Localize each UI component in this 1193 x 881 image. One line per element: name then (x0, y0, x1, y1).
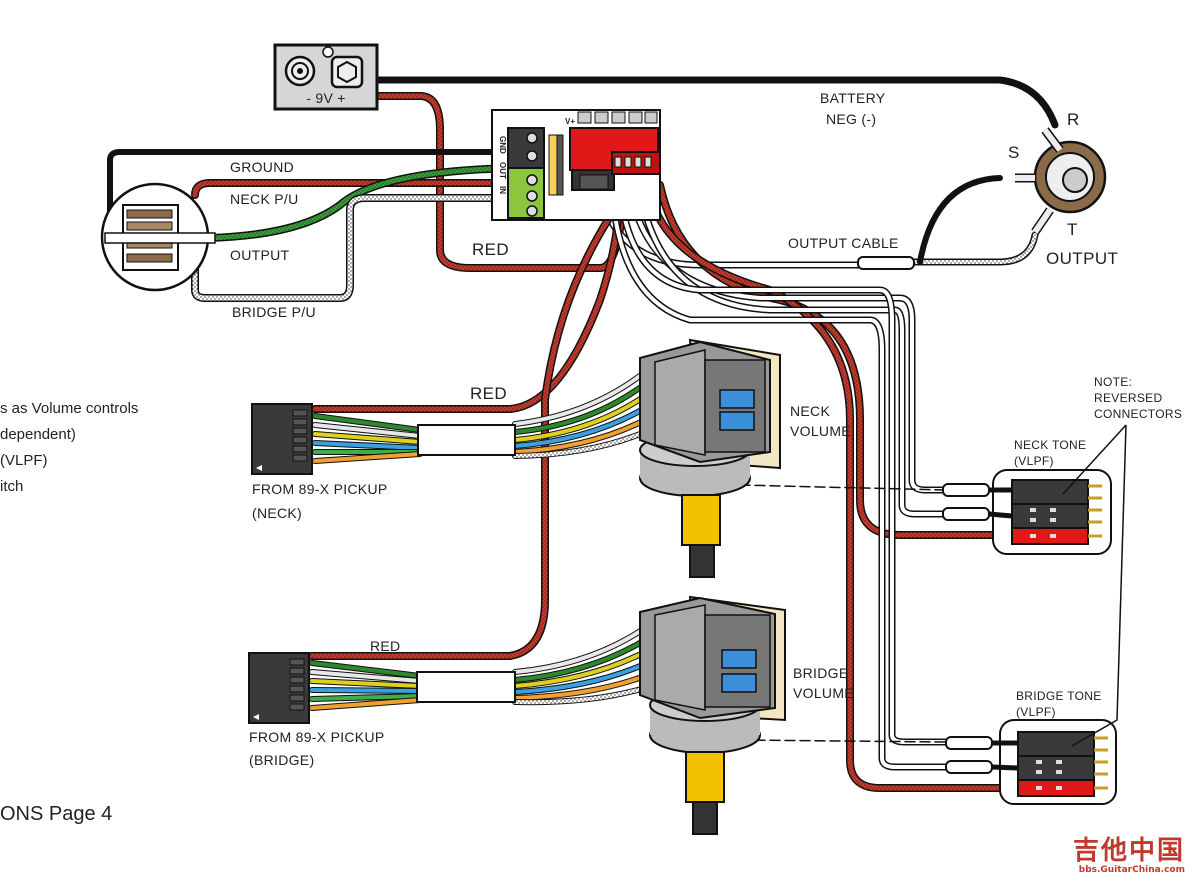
neck-pu-label: NECK P/U (230, 191, 299, 207)
side-text-line-3: (VLPF) (0, 452, 48, 469)
neck-volume-pot (639, 338, 781, 578)
neck-pot-knob (689, 544, 715, 578)
output-jack-trs (1015, 127, 1107, 235)
neck-pickup-connector (251, 403, 313, 475)
side-text-line-4: itch (0, 478, 24, 495)
bridge-pot-knob (692, 801, 718, 835)
watermark-url: bbs.GuitarChina.com (1078, 865, 1185, 875)
output-cable-label: OUTPUT CABLE (788, 235, 899, 251)
battery-neg-wire (374, 76, 1059, 129)
jack-r-label: R (1067, 110, 1080, 129)
neck-tone-label-1: NECK TONE (1014, 438, 1086, 452)
jack-t-label: T (1067, 220, 1078, 239)
bridge-ribbon (309, 625, 648, 711)
bridge-volume-label-2: VOLUME (793, 685, 854, 701)
note-label-3: CONNECTORS (1094, 407, 1182, 421)
bridge-volume-label-1: BRIDGE (793, 665, 848, 681)
from-bridge-label-1: FROM 89-X PICKUP (249, 729, 385, 745)
from-bridge-label-2: (BRIDGE) (249, 752, 314, 768)
bridge-pu-label: BRIDGE P/U (232, 304, 316, 320)
jack-output-label: OUTPUT (1046, 249, 1118, 268)
ground-terminal-block (507, 127, 545, 171)
jack-sleeve-wire (917, 175, 1003, 265)
board-vplus-label: V+ (565, 117, 575, 126)
neck-tone-label-2: (VLPF) (1014, 454, 1054, 468)
bridge-pot-shaft (685, 751, 725, 803)
red-bridge-label: RED (370, 638, 400, 654)
bridge-tone-label-1: BRIDGE TONE (1016, 689, 1102, 703)
output-cable-plug (857, 256, 915, 270)
bridge-heatshrink (416, 671, 516, 703)
watermark-title: 吉他中国 (1072, 836, 1185, 866)
neck-tone-connector (942, 469, 1112, 555)
neck-volume-label-2: VOLUME (790, 423, 851, 439)
battery-neg-label-1: BATTERY (820, 90, 886, 106)
page-footer: ONS Page 4 (0, 803, 113, 825)
ground-wire (107, 149, 523, 243)
neck-vol-lead (739, 484, 946, 491)
neck-volume-label-1: NECK (790, 403, 830, 419)
preamp-board: V+ GND OUT IN (491, 109, 661, 221)
side-text-line-2: dependent) (0, 426, 76, 443)
neck-heatshrink (417, 424, 516, 456)
board-out-label: OUT (498, 162, 507, 179)
bridge-volume-pot (639, 595, 786, 835)
battery-pos-terminal (330, 55, 364, 89)
side-text-line-1: s as Volume controls (0, 400, 139, 417)
from-neck-label-1: FROM 89-X PICKUP (252, 481, 388, 497)
watermark-logo: 吉他中国 bbs.GuitarChina.com (1073, 837, 1185, 875)
red-top-label: RED (472, 240, 509, 259)
board-in-label: IN (498, 186, 507, 194)
board-header-pins (548, 134, 564, 196)
red-neck-label: RED (470, 384, 507, 403)
labels: GROUND NECK P/U OUTPUT BRIDGE P/U RED BA… (230, 90, 1182, 768)
board-gnd-label: GND (498, 136, 507, 154)
bridge-tone-connector (945, 719, 1117, 805)
bridge-vol-lead (739, 739, 946, 743)
input-jack (100, 182, 216, 292)
bridge-pickup-connector (248, 652, 310, 724)
output-label: OUTPUT (230, 247, 289, 263)
jack-s-label: S (1008, 143, 1020, 162)
note-pointer (1062, 424, 1127, 747)
battery-label: - 9V + (306, 90, 346, 106)
battery-9v: - 9V + (273, 43, 379, 111)
bridge-tone-label-2: (VLPF) (1016, 705, 1056, 719)
note-label-2: REVERSED (1094, 391, 1162, 405)
ground-label: GROUND (230, 159, 294, 175)
from-neck-label-2: (NECK) (252, 505, 302, 521)
input-terminal-block (507, 167, 545, 219)
battery-neg-label-2: NEG (-) (826, 111, 876, 127)
note-label-1: NOTE: (1094, 375, 1132, 389)
neck-pot-shaft (681, 494, 721, 546)
neck-ribbon (312, 369, 648, 464)
board-leds (577, 111, 658, 124)
